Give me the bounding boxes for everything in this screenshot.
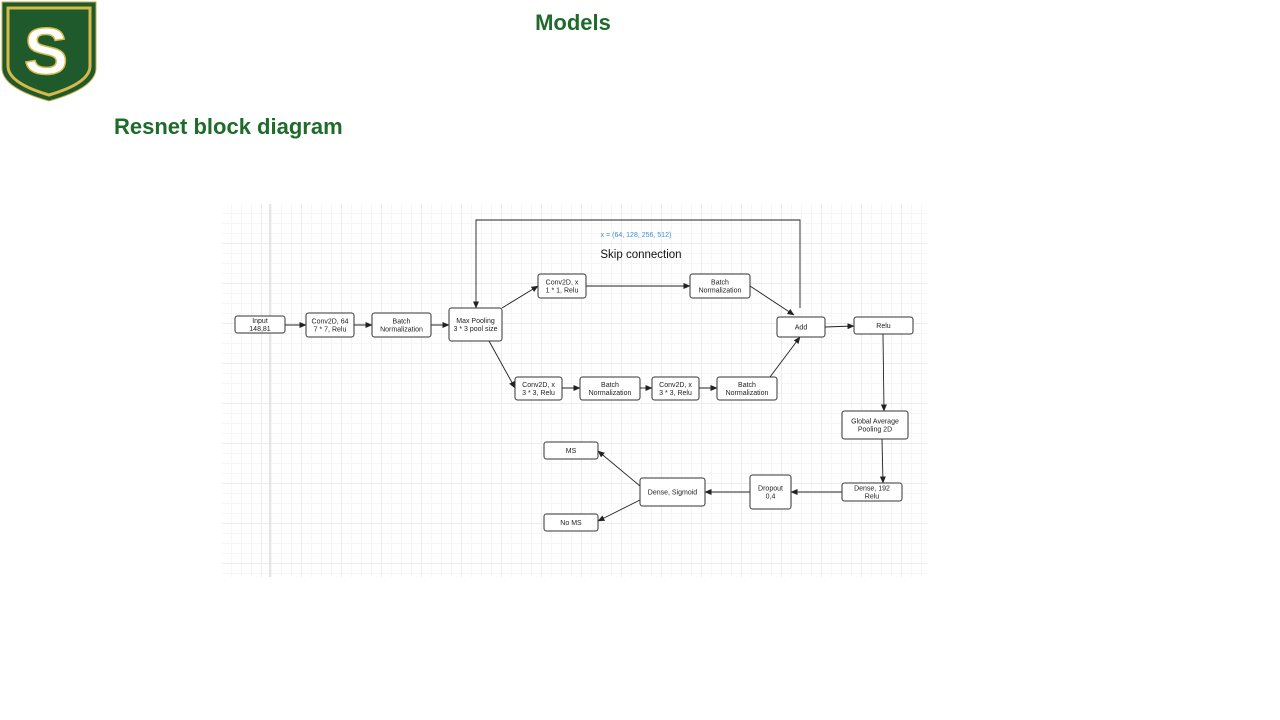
node-label: Pooling 2D — [858, 427, 892, 434]
edge-arrow-18 — [597, 499, 641, 522]
node-label: Dense, Sigmoid — [648, 490, 698, 497]
node-conv2d-x-3x3-a: Conv2D, x3 * 3, Relu — [514, 376, 563, 401]
node-label: Max Pooling — [456, 318, 495, 325]
node-conv2d-x-3x3-b: Conv2D, x3 * 3, Relu — [651, 376, 700, 401]
node-box — [579, 376, 641, 401]
node-box — [776, 316, 826, 338]
node-box — [639, 477, 706, 507]
node-label: Normalization — [589, 390, 632, 397]
node-box — [543, 513, 599, 532]
node-conv2d-x-1x1: Conv2D, x1 * 1, Relu — [537, 273, 587, 299]
node-label: Batch — [711, 280, 729, 287]
node-label: 0,4 — [766, 494, 776, 501]
node-label: Add — [795, 325, 808, 332]
node-box — [651, 376, 700, 401]
node-label: Conv2D, x — [659, 382, 692, 389]
node-box — [448, 307, 503, 342]
node-label: No MS — [560, 520, 582, 527]
edge-arrow-12 — [769, 336, 801, 378]
node-label: Relu — [876, 323, 891, 330]
node-label: Conv2D, x — [546, 280, 579, 287]
skip-connection-edge — [473, 219, 801, 309]
node-box — [689, 273, 751, 299]
section-heading: Resnet block diagram — [114, 114, 343, 139]
shield-gold-trim — [6, 6, 92, 97]
node-box — [371, 312, 432, 338]
node-box — [841, 482, 903, 502]
node-label: Normalization — [380, 327, 423, 334]
node-conv2d-64: Conv2D, 647 * 7, Relu — [305, 312, 355, 338]
node-box — [749, 474, 792, 510]
edge-arrow-4 — [501, 285, 539, 309]
edge-arrow-8 — [488, 340, 516, 389]
node-no-ms: No MS — [543, 513, 599, 532]
shield-letter: S — [24, 14, 68, 88]
resnet-diagram-panel: x = (64, 128, 256, 512) Skip connection … — [222, 204, 927, 577]
node-box — [841, 410, 909, 440]
node-ms: MS — [543, 441, 599, 460]
edge-arrow-17 — [597, 450, 641, 487]
node-box — [537, 273, 587, 299]
edges-layer — [285, 283, 887, 522]
node-box — [716, 376, 778, 401]
node-box — [514, 376, 563, 401]
node-relu: Relu — [853, 316, 914, 335]
shield-outer — [1, 1, 97, 102]
node-label: MS — [566, 448, 577, 455]
node-label: 7 * 7, Relu — [314, 327, 347, 334]
slide-title: Models — [535, 10, 611, 35]
node-label: 148,81 — [249, 326, 271, 333]
node-label: Conv2D, 64 — [312, 319, 349, 326]
node-label: Input — [252, 318, 268, 325]
edge-arrow-14 — [879, 438, 886, 484]
node-box — [234, 315, 286, 334]
resnet-diagram: x = (64, 128, 256, 512) Skip connection … — [234, 204, 914, 577]
node-label: Batch — [393, 319, 411, 326]
node-label: Dense, 192 — [854, 486, 890, 493]
node-label: 1 * 1, Relu — [546, 288, 579, 295]
node-label: Dropout — [758, 486, 783, 493]
node-box — [543, 441, 599, 460]
edge-arrow-6 — [749, 285, 795, 316]
node-add: Add — [776, 316, 826, 338]
filter-param-label: x = (64, 128, 256, 512) — [601, 232, 672, 239]
node-label: Batch — [601, 382, 619, 389]
node-label: Relu — [865, 494, 880, 501]
node-label: Global Average — [851, 419, 899, 426]
node-box — [853, 316, 914, 335]
shield-logo: S — [1, 1, 97, 102]
node-label: 3 * 3, Relu — [522, 390, 555, 397]
node-label: Normalization — [699, 288, 742, 295]
node-box — [305, 312, 355, 338]
edge-arrow-13 — [880, 333, 887, 412]
node-label: Conv2D, x — [522, 382, 555, 389]
skip-connection-label: Skip connection — [600, 249, 681, 261]
node-dense-sigmoid: Dense, Sigmoid — [639, 477, 706, 507]
node-label: Batch — [738, 382, 756, 389]
node-label: Normalization — [726, 390, 769, 397]
node-label: 3 * 3, Relu — [659, 390, 692, 397]
node-label: 3 * 3 pool size — [454, 326, 498, 333]
edge-arrow-7 — [824, 323, 855, 330]
